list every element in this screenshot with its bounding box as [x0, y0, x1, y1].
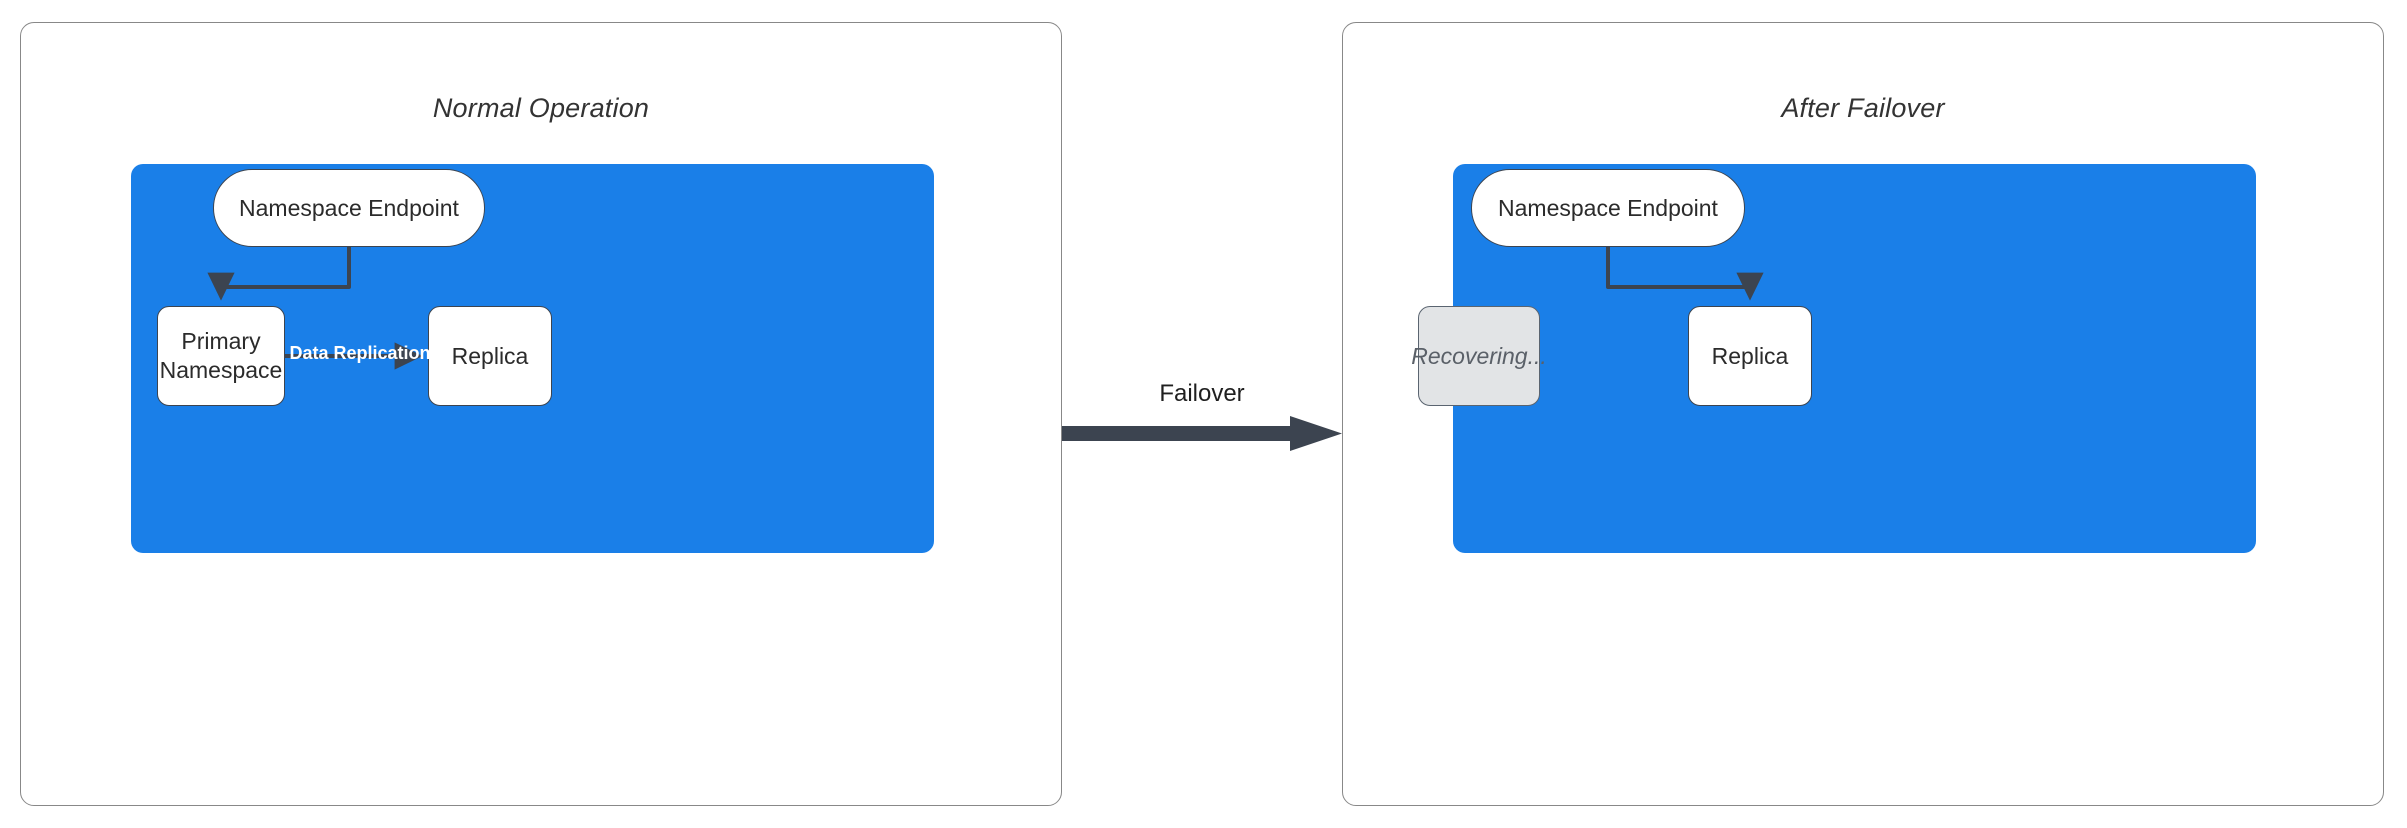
panel-title-after-failover: After Failover [1781, 93, 1945, 123]
node-recovering[interactable]: Recovering... [1411, 306, 1547, 406]
node-label-line2: Namespace [159, 357, 283, 383]
node-label: Recovering... [1411, 342, 1547, 369]
edge-label-data-replication: Data Replication [289, 343, 431, 363]
node-label-multiline: Primary Namespace [160, 327, 283, 385]
node-replica[interactable]: Replica [428, 306, 552, 406]
node-label: Namespace Endpoint [239, 194, 459, 221]
transition-label-failover: Failover [1159, 380, 1245, 407]
node-namespace-endpoint[interactable]: Namespace Endpoint [1471, 169, 1745, 247]
node-label: Replica [1711, 342, 1789, 369]
node-label: Namespace Endpoint [1498, 194, 1718, 221]
failover-arrow-icon [1062, 416, 1342, 451]
node-label: Replica [451, 342, 529, 369]
panel-title-normal-operation: Normal Operation [432, 93, 650, 123]
panel-normal-operation: Normal Operation Data Replication Namesp… [20, 22, 1062, 806]
node-replica[interactable]: Replica [1688, 306, 1812, 406]
node-namespace-endpoint[interactable]: Namespace Endpoint [213, 169, 485, 247]
panel-after-failover: After Failover Namespace Endpoint Recove… [1342, 22, 2384, 806]
node-primary-namespace[interactable]: Primary Namespace [157, 306, 285, 406]
node-label-line1: Primary [181, 328, 261, 355]
transition-failover: Failover [1062, 380, 1342, 470]
